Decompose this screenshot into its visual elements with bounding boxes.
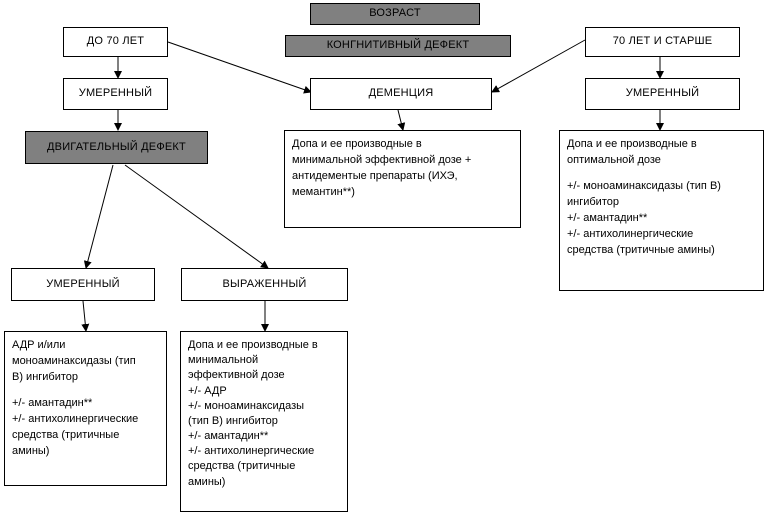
treatment-line: +/- амантадин**: [567, 211, 648, 224]
treatment-line: Допа и ее производные в: [188, 339, 318, 351]
cognitive-defect-header: КОНГНИТИВНЫЙ ДЕФЕКТ: [285, 35, 511, 57]
treatment-line: +/- моноаминаксидазы (тип В): [567, 179, 721, 192]
dementia-box: ДЕМЕНЦИЯ: [310, 78, 492, 110]
motor-moderate-box: УМЕРЕННЫЙ: [11, 268, 155, 301]
age-header: ВОЗРАСТ: [310, 3, 480, 25]
over70-treatment-box: Допа и ее производные в оптимальной дозе…: [559, 130, 764, 291]
treatment-line: (тип В) ингибитор: [188, 414, 278, 427]
motor-moderate-treatment-box: АДР и/или моноаминаксидазы (тип В) ингиб…: [4, 331, 167, 486]
treatment-line: АДР и/или: [12, 339, 66, 351]
treatment-line: оптимальной дозе: [567, 153, 661, 166]
arrow-motor-to-moderate: [83, 164, 114, 269]
treatment-line: моноаминаксидазы (тип: [12, 354, 136, 367]
over70-moderate-box: УМЕРЕННЫЙ: [585, 78, 740, 110]
arrow-motormod-to-treatment: [81, 300, 90, 332]
motor-severe-box: ВЫРАЖЕННЫЙ: [181, 268, 348, 301]
arrow-motor-to-severe: [124, 164, 269, 269]
treatment-line: ингибитор: [567, 195, 619, 208]
treatment-line: антидементые препараты (ИХЭ,: [292, 169, 458, 182]
treatment-line: эффективной дозе: [188, 369, 285, 382]
arrow-over70-to-dementia: [491, 39, 586, 93]
treatment-line: +/- антихолинергические: [188, 445, 315, 458]
treatment-line: Допа и ее производные в: [567, 138, 697, 150]
treatment-line: мемантин**): [292, 185, 355, 198]
treatment-line: средства (тритичные: [12, 428, 120, 441]
treatment-line: средства (тритичные амины): [567, 243, 715, 256]
treatment-line: +/- антихолинергические: [567, 227, 694, 240]
motor-defect-header: ДВИГАТЕЛЬНЫЙ ДЕФЕКТ: [25, 131, 208, 164]
treatment-line: +/- моноаминаксидазы: [188, 399, 305, 412]
treatment-line: средства (тритичные: [188, 460, 296, 473]
treatment-line: минимальной: [188, 354, 259, 367]
arrow-dementia-to-treatment: [397, 109, 406, 131]
over-70-box: 70 ЛЕТ И СТАРШЕ: [585, 27, 740, 57]
treatment-spacer: [567, 169, 756, 179]
arrow-under70-to-dementia: [167, 41, 312, 94]
motor-severe-treatment-box: Допа и ее производные в минимальной эффе…: [180, 331, 348, 512]
treatment-line: +/- амантадин**: [188, 430, 269, 443]
treatment-line: +/- АДР: [188, 384, 227, 397]
treatment-line: +/- амантадин**: [12, 396, 93, 409]
treatment-line: минимальной эффективной дозе +: [292, 153, 472, 166]
treatment-line: амины): [188, 475, 226, 488]
treatment-line: +/- антихолинергические: [12, 412, 139, 425]
dementia-treatment-box: Допа и ее производные в минимальной эффе…: [284, 130, 521, 228]
under70-moderate-box: УМЕРЕННЫЙ: [63, 78, 168, 110]
under-70-box: ДО 70 ЛЕТ: [63, 27, 168, 57]
treatment-spacer: [12, 386, 159, 396]
treatment-line: амины): [12, 444, 50, 457]
treatment-line: Допа и ее производные в: [292, 138, 422, 150]
treatment-line: В) ингибитор: [12, 370, 79, 383]
